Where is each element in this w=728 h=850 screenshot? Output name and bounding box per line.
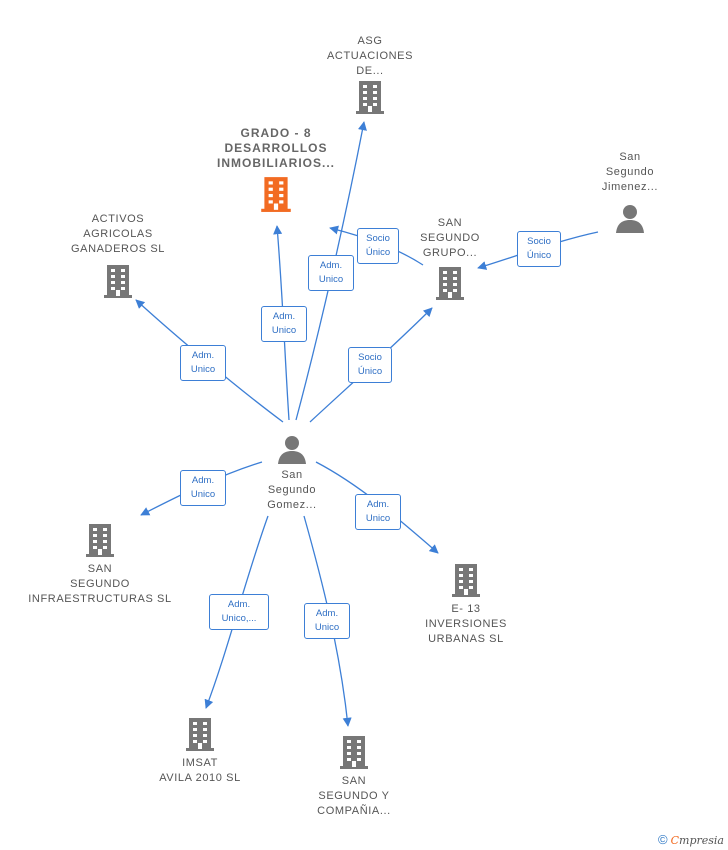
node-label: SAN SEGUNDO GRUPO... xyxy=(420,217,480,259)
badge-socio-unico-grupo-asg[interactable]: Socio Único xyxy=(357,228,399,264)
building-icon xyxy=(86,524,114,557)
person-icon xyxy=(616,205,644,233)
badge-adm-unico-imsat[interactable]: Adm. Unico,... xyxy=(209,594,269,630)
node-san-segundo-infraestructuras[interactable]: SAN SEGUNDO INFRAESTRUCTURAS SL xyxy=(22,522,178,607)
person-icon xyxy=(278,436,306,464)
node-imsat-avila[interactable]: IMSAT AVILA 2010 SL xyxy=(150,716,250,786)
building-icon xyxy=(452,564,480,597)
node-asg-actuaciones[interactable]: ASG ACTUACIONES DE... xyxy=(318,34,422,115)
building-icon xyxy=(436,267,464,300)
copyright-icon: © xyxy=(657,832,668,847)
brand-logo: Cmpresia xyxy=(671,834,724,847)
node-san-segundo-jimenez[interactable]: San Segundo Jimenez... xyxy=(588,150,672,235)
building-icon xyxy=(340,736,368,769)
badge-adm-unico-activos[interactable]: Adm. Unico xyxy=(180,345,226,381)
brand-first-letter: C xyxy=(670,834,680,847)
badge-adm-unico-infra[interactable]: Adm. Unico xyxy=(180,470,226,506)
node-label: E- 13 INVERSIONES URBANAS SL xyxy=(425,603,507,645)
badge-socio-unico-grupo[interactable]: Socio Único xyxy=(348,347,392,383)
node-grado-8-desarrollos[interactable]: GRADO - 8 DESARROLLOS INMOBILIARIOS... xyxy=(214,126,338,213)
node-san-segundo-y-compania[interactable]: SAN SEGUNDO Y COMPAÑIA... xyxy=(308,734,400,819)
node-activos-agricolas[interactable]: ACTIVOS AGRICOLAS GANADEROS SL xyxy=(60,212,176,299)
badge-socio-unico-jimenez-grupo[interactable]: Socio Único xyxy=(517,231,561,267)
building-icon xyxy=(186,718,214,751)
badge-adm-unico-compania[interactable]: Adm. Unico xyxy=(304,603,350,639)
badge-adm-unico-asg[interactable]: Adm. Unico xyxy=(308,255,354,291)
node-label: IMSAT AVILA 2010 SL xyxy=(159,757,241,784)
node-label: SAN SEGUNDO INFRAESTRUCTURAS SL xyxy=(28,563,172,605)
node-san-segundo-gomez[interactable]: San Segundo Gomez... xyxy=(250,434,334,513)
brand-rest: mpresia xyxy=(679,834,724,847)
node-e-13-inversiones[interactable]: E- 13 INVERSIONES URBANAS SL xyxy=(414,562,518,647)
node-label: ACTIVOS AGRICOLAS GANADEROS SL xyxy=(70,213,165,255)
building-icon xyxy=(356,81,384,114)
building-icon xyxy=(104,265,132,298)
node-label: San Segundo Jimenez... xyxy=(601,151,659,193)
footer-brand[interactable]: © Cmpresia xyxy=(658,832,724,847)
badge-adm-unico-e13[interactable]: Adm. Unico xyxy=(355,494,401,530)
badge-adm-unico-grado[interactable]: Adm. Unico xyxy=(261,306,307,342)
node-san-segundo-grupo[interactable]: SAN SEGUNDO GRUPO... xyxy=(410,216,490,301)
node-label: SAN SEGUNDO Y COMPAÑIA... xyxy=(317,775,391,817)
node-label: ASG ACTUACIONES DE... xyxy=(326,35,414,77)
node-label: San Segundo Gomez... xyxy=(267,469,317,511)
building-icon-highlighted xyxy=(261,177,291,212)
node-label: GRADO - 8 DESARROLLOS INMOBILIARIOS... xyxy=(217,126,335,170)
